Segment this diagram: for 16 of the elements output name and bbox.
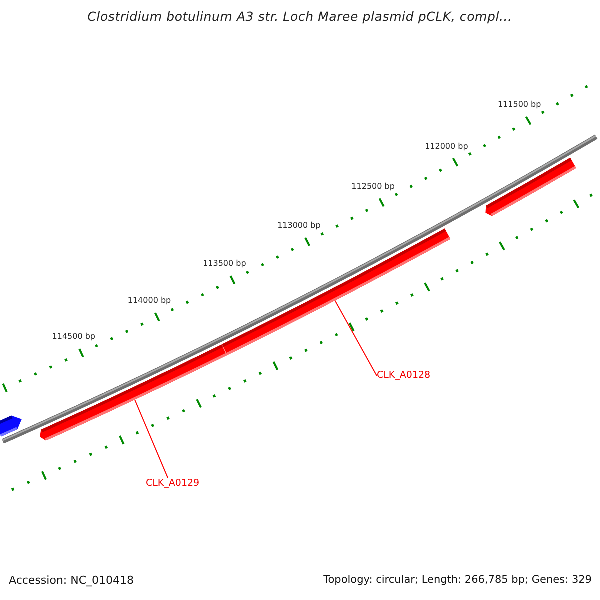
leader-line bbox=[334, 300, 378, 376]
gene-bar bbox=[40, 344, 228, 441]
map-title: Clostridium botulinum A3 str. Loch Maree plasmid pCLK, compl... bbox=[88, 9, 512, 24]
leader-line bbox=[134, 399, 168, 478]
scale-label: 113500 bp bbox=[203, 259, 246, 269]
scale-label: 112000 bp bbox=[425, 142, 468, 152]
gene-label: CLK_A0129 bbox=[146, 478, 200, 490]
scale-label: 112500 bp bbox=[352, 182, 395, 192]
scale-label: 111500 bp bbox=[498, 100, 542, 110]
gene-arrow bbox=[0, 416, 22, 437]
genome-summary-text: Topology: circular; Length: 266,785 bp; Genes: 329 bbox=[324, 574, 592, 587]
gene-label: CLK_A0128 bbox=[377, 370, 431, 382]
accession-text: Accession: NC_010418 bbox=[9, 574, 134, 588]
scale-label: 114000 bp bbox=[128, 296, 172, 306]
scale-label: 113000 bp bbox=[278, 221, 321, 231]
gene-bar bbox=[486, 158, 576, 216]
